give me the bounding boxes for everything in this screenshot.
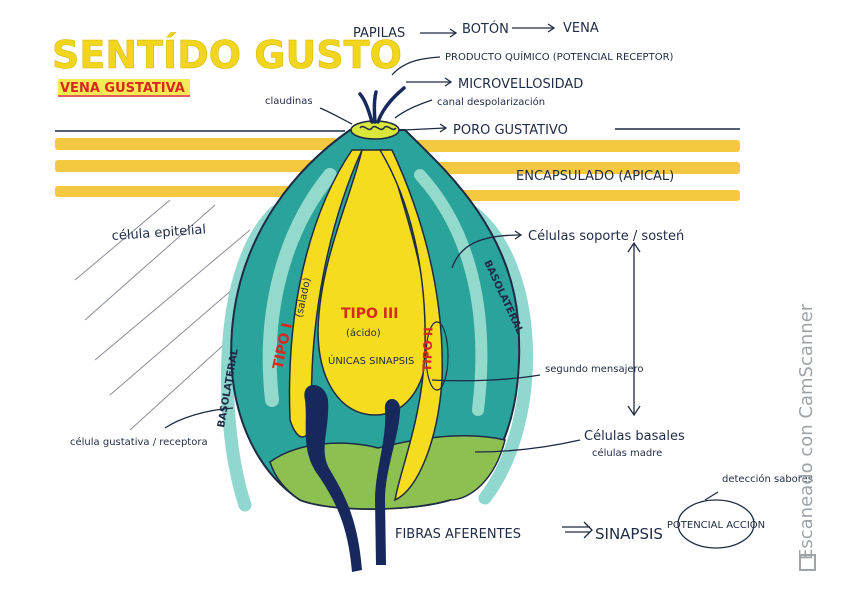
camscanner-logo	[799, 554, 816, 571]
cell-tipo-ii	[378, 149, 443, 502]
flow-boton: BOTÓN	[462, 21, 509, 37]
label-celulas-soporte: Células soporte / sosteń	[528, 229, 684, 244]
label-celula-epitelial: célula epitelial	[111, 222, 206, 244]
inner-highlight-left	[262, 168, 337, 407]
label-encapsulado: ENCAPSULADO (APICAL)	[516, 169, 674, 184]
label-unicas-sinapsis: ÚNICAS SINAPSIS	[328, 354, 414, 367]
label-tipo-iii: TIPO III	[341, 306, 398, 322]
potencial-accion-circle	[677, 499, 755, 549]
subtitle: VENA GUSTATIVA	[60, 81, 185, 96]
subtitle-highlight	[58, 79, 190, 95]
support-basal-arrow	[627, 241, 641, 417]
label-sinapsis: SINAPSIS	[595, 525, 663, 543]
title: SENTÍDO GUSTO	[52, 33, 402, 77]
taste-pore	[350, 120, 400, 140]
label-celulas-basales: Células basales	[584, 429, 685, 444]
label-claudinas: claudinas	[265, 96, 313, 107]
label-segundo-mensajero: segundo mensajero	[545, 364, 644, 375]
epithelial-hatch	[74, 199, 256, 431]
label-microvellosidad: MICROVELLOSIDAD	[458, 77, 583, 92]
label-celula-gustativa: célula gustativa / receptora	[70, 436, 208, 448]
inner-highlight-right	[414, 169, 488, 416]
flow-papilas: PAPILAS	[353, 26, 405, 41]
cell-tipo-iii	[317, 149, 429, 416]
flow-vena: VENA	[563, 21, 599, 36]
label-producto-quimico: PRODUCTO QUÍMICO (POTENCIAL RECEPTOR)	[445, 50, 674, 63]
label-potencial-accion: POTENCIAL ACCIÓN	[667, 518, 765, 531]
afferent-fibers	[304, 385, 401, 572]
label-tipo-ii: TIPO II	[420, 327, 436, 372]
label-tipo-iii-note: (ácido)	[346, 327, 381, 339]
label-deteccion-sabores: detección sabores	[722, 473, 813, 485]
epithelium-bands	[55, 128, 740, 201]
tipo-ii-highlight	[425, 321, 449, 391]
label-poro-gustativo: PORO GUSTATIVO	[453, 123, 568, 138]
pointer-lines	[164, 23, 719, 539]
label-fibras-aferentes: FIBRAS AFERENTES	[395, 527, 521, 542]
microvilli	[358, 86, 406, 124]
label-celulas-madre: células madre	[592, 447, 662, 459]
label-canal-despolarizacion: canal despolarización	[437, 96, 545, 108]
watermark: Escaneado con CamScanner	[796, 303, 817, 560]
cell-tipo-i	[288, 149, 364, 438]
outer-membrane-right	[463, 203, 534, 505]
